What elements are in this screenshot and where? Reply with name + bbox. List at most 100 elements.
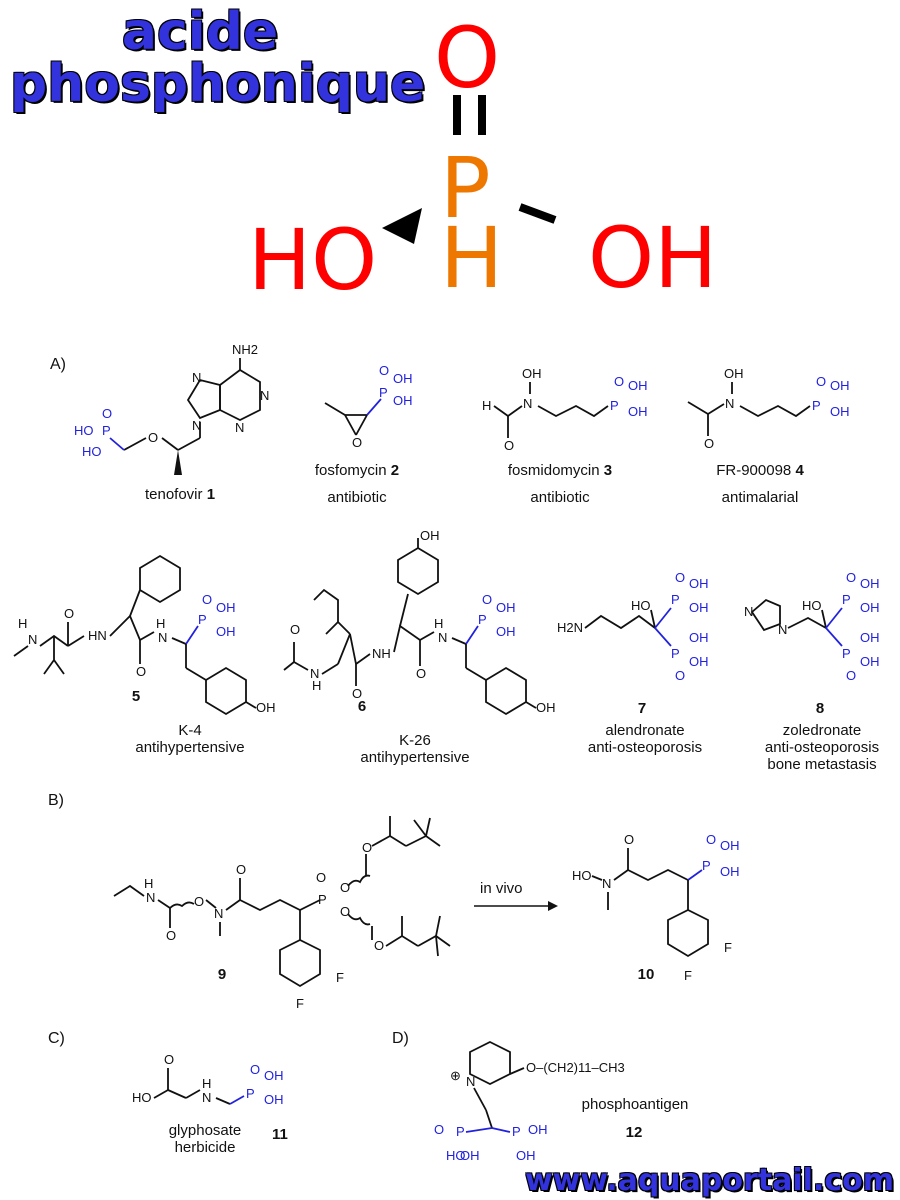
- svg-text:P: P: [671, 646, 680, 661]
- svg-text:O: O: [706, 832, 716, 847]
- svg-text:O: O: [362, 840, 372, 855]
- svg-text:HO: HO: [572, 868, 592, 883]
- svg-text:OH: OH: [522, 366, 542, 381]
- svg-text:N: N: [438, 630, 447, 645]
- number-compound-12: 12: [625, 1124, 643, 1141]
- site-watermark[interactable]: www.aquaportail.com: [524, 1163, 894, 1198]
- svg-text:N: N: [192, 418, 201, 433]
- svg-text:F: F: [336, 970, 344, 985]
- svg-text:O: O: [166, 928, 176, 943]
- svg-text:O: O: [340, 880, 350, 895]
- svg-text:P: P: [478, 612, 487, 627]
- svg-text:P: P: [842, 592, 851, 607]
- label-compound-8: zoledronate anti-osteoporosis bone metas…: [764, 722, 880, 773]
- svg-text:NH: NH: [372, 646, 391, 661]
- svg-text:N: N: [778, 622, 787, 637]
- svg-text:O: O: [352, 435, 362, 450]
- svg-text:OH: OH: [720, 838, 740, 853]
- svg-text:OH: OH: [628, 378, 648, 393]
- svg-text:F: F: [724, 940, 732, 955]
- svg-text:N: N: [192, 370, 201, 385]
- hydroxyl-right: OH: [588, 209, 718, 307]
- svg-text:F: F: [684, 968, 692, 983]
- svg-text:P: P: [512, 1124, 521, 1139]
- number-compound-11: 11: [272, 1126, 288, 1143]
- svg-text:O: O: [340, 904, 350, 919]
- svg-text:OH: OH: [860, 654, 880, 669]
- number-compound-7: 7: [637, 700, 647, 717]
- svg-text:OH: OH: [689, 630, 709, 645]
- structure-zoledronate: N N HO P O OH OH P O OH OH: [744, 570, 880, 683]
- ring-phenol-top: [397, 546, 439, 596]
- svg-text:O: O: [614, 374, 624, 389]
- svg-text:OH: OH: [724, 366, 744, 381]
- svg-text:O: O: [816, 374, 826, 389]
- svg-text:OH: OH: [420, 530, 440, 543]
- svg-text:O: O: [352, 686, 362, 701]
- svg-text:O: O: [102, 406, 112, 421]
- svg-text:OH: OH: [264, 1068, 284, 1083]
- label-compound-4: FR-900098 4 antimalarial: [716, 462, 804, 506]
- ring-difluorophenyl-10: [667, 908, 709, 958]
- svg-text:OH: OH: [628, 404, 648, 419]
- svg-text:H: H: [434, 616, 443, 631]
- atom-oxygen: O: [434, 9, 501, 107]
- number-compound-8: 8: [815, 700, 825, 717]
- ring-phenyl: [139, 554, 181, 604]
- structure-k26: OH O N H O NH O H N P O OH OH OH: [283, 530, 556, 716]
- svg-text:P: P: [198, 612, 207, 627]
- svg-text:O: O: [482, 592, 492, 607]
- svg-text:HO: HO: [802, 598, 822, 613]
- svg-text:H: H: [18, 616, 27, 631]
- svg-text:O: O: [434, 1122, 444, 1137]
- svg-text:OH: OH: [528, 1122, 548, 1137]
- svg-text:O: O: [148, 430, 158, 445]
- svg-text:⊕: ⊕: [450, 1068, 461, 1083]
- label-compound-2: fosfomycin 2 antibiotic: [314, 462, 400, 506]
- svg-text:O: O: [675, 570, 685, 585]
- svg-text:P: P: [246, 1086, 255, 1101]
- svg-text:O: O: [194, 894, 204, 909]
- label-compound-1: tenofovir 1: [144, 486, 216, 503]
- arrow-label: in vivo: [480, 880, 523, 897]
- ring-imidazole: [750, 598, 781, 632]
- svg-text:OH: OH: [216, 600, 236, 615]
- structure-phosphoantigen: N ⊕ O–(CH2)11–CH3 P O HO OH P OH OH: [434, 1040, 625, 1163]
- title-line-1: acide: [121, 2, 279, 62]
- svg-text:P: P: [702, 858, 711, 873]
- structure-alendronate: H2N HO P O OH OH P O OH OH: [557, 570, 709, 683]
- svg-text:H2N: H2N: [557, 620, 583, 635]
- number-compound-5: 5: [131, 688, 141, 705]
- svg-text:OH: OH: [496, 600, 516, 615]
- svg-text:OH: OH: [830, 404, 850, 419]
- section-label-b: B): [48, 792, 64, 809]
- structure-fosfomycin: O P O OH OH: [324, 363, 413, 450]
- ring-pyrimidine: [219, 368, 261, 422]
- svg-text:OH: OH: [536, 700, 556, 715]
- svg-text:OH: OH: [264, 1092, 284, 1107]
- label-compound-3: fosmidomycin 3 antibiotic: [507, 462, 613, 506]
- svg-text:N: N: [260, 388, 269, 403]
- atom-hydrogen: H: [440, 209, 504, 307]
- hash-bond: [518, 203, 557, 224]
- svg-text:O: O: [136, 664, 146, 679]
- svg-text:N: N: [602, 876, 611, 891]
- svg-text:N: N: [725, 396, 734, 411]
- ring-difluorophenyl-9: [279, 938, 321, 988]
- svg-text:OH: OH: [516, 1148, 536, 1163]
- ring-pyridinium: [469, 1040, 511, 1086]
- svg-text:N: N: [214, 906, 223, 921]
- structure-fosmidomycin: H O N OH P O OH OH: [482, 366, 648, 453]
- svg-text:N: N: [146, 890, 155, 905]
- structure-k4: H N O HN O H N P O OH OH OH: [13, 554, 276, 716]
- structure-compound-9: H N O O N O F F P O O O O O: [113, 816, 451, 1011]
- svg-text:O: O: [290, 622, 300, 637]
- svg-text:P: P: [379, 385, 388, 400]
- number-compound-6: 6: [357, 698, 367, 715]
- svg-text:P: P: [610, 398, 619, 413]
- svg-text:O: O: [202, 592, 212, 607]
